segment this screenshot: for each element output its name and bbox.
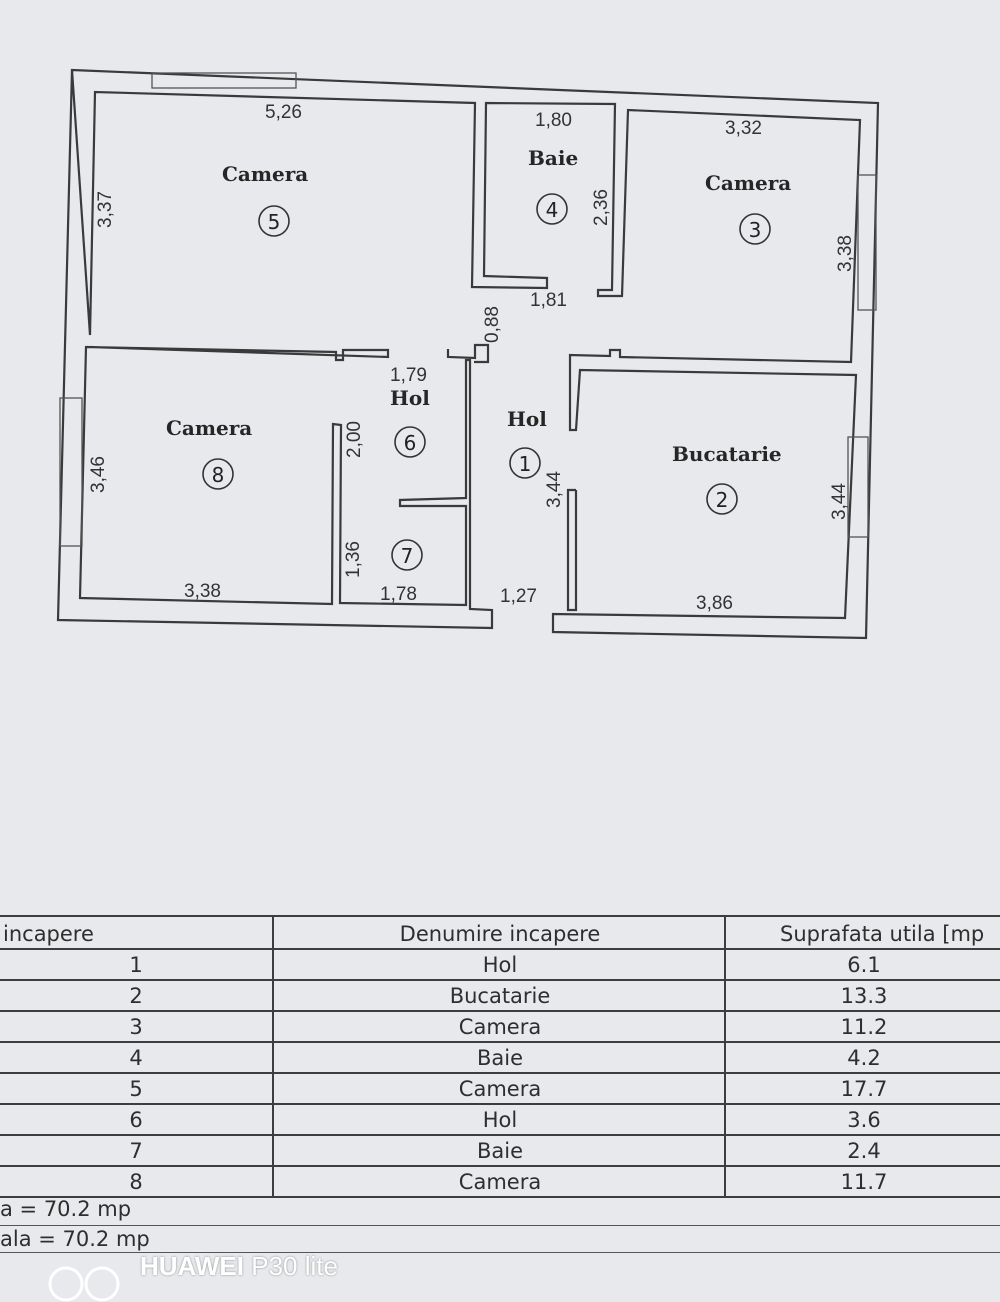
table-row: 7 Baie 2.4 [0,1134,1000,1167]
dimension-label: 3,46 [88,456,109,493]
dimension-label: 3,44 [544,471,565,508]
room-label: Hol [507,407,547,431]
room-label: Baie [528,146,578,170]
room-number: 8 [212,463,225,487]
table-cell: Hol [272,948,726,979]
table-row: 6 Hol 3.6 [0,1103,1000,1136]
table-header: Suprafata utila [mp [724,917,1000,948]
windows [59,72,877,547]
dimension-label: 1,36 [343,541,364,578]
room-number: 4 [546,198,559,222]
dimension-label: 1,27 [500,586,537,607]
table-cell: 4 [129,1046,143,1070]
table-cell: 4.2 [724,1041,1000,1072]
table-cell: 3.6 [724,1103,1000,1134]
dimension-label: 3,86 [696,593,733,614]
room-marker [391,539,423,571]
dimension-label: 3,38 [184,581,221,602]
dimension-label: 3,38 [835,235,856,272]
room-number: 5 [268,210,281,234]
dimension-label: 0,88 [482,306,503,343]
table-cell: 3 [129,1015,143,1039]
dimension-label: 3,37 [95,191,116,228]
divider [0,1225,1000,1226]
room-number: 6 [404,431,417,455]
table-cell: Camera [272,1165,726,1196]
table-cell: 11.7 [724,1165,1000,1196]
room-marker [536,193,568,225]
camera-logo-icon [48,1266,120,1302]
table-row: 4 Baie 4.2 [0,1041,1000,1074]
table-cell: Bucatarie [272,979,726,1010]
table-cell: Camera [272,1072,726,1103]
table-cell: Hol [272,1103,726,1134]
dimension-label: 1,81 [530,290,567,311]
room-number: 1 [519,452,532,476]
table-cell: 17.7 [724,1072,1000,1103]
dimension-label: 1,78 [380,584,417,605]
room-number: 7 [401,544,414,568]
table-cell: 13.3 [724,979,1000,1010]
table-cell: Camera [272,1010,726,1041]
table-row: 3 Camera 11.2 [0,1010,1000,1043]
table-cell: 2 [129,984,143,1008]
table-cell: 2.4 [724,1134,1000,1165]
dimension-label: 2,36 [591,189,612,226]
watermark-model: P30 lite [251,1251,338,1281]
table-header: incapere [3,922,94,946]
room-marker [706,483,738,515]
table-cell: 8 [129,1170,143,1194]
room-label: Hol [390,386,430,410]
table-row: 5 Camera 17.7 [0,1072,1000,1105]
room-number: 2 [716,488,729,512]
dimension-label: 1,80 [535,110,572,131]
table-cell: 11.2 [724,1010,1000,1041]
floor-plan: Camera 5 Baie 4 Camera 3 Hol 6 Camera 8 … [56,68,880,640]
camera-watermark: HUAWEI P30 lite [140,1251,338,1282]
room-marker [394,426,426,458]
table-header: Denumire incapere [272,917,726,948]
room-number: 3 [749,218,762,242]
walls [56,68,880,640]
table-cell: 7 [129,1139,143,1163]
total-area-line: ala = 70.2 mp [0,1227,150,1251]
room-label: Camera [166,416,252,440]
dimension-label: 3,32 [725,118,762,139]
table-cell: Baie [272,1134,726,1165]
room-marker [509,447,541,479]
room-marker [739,213,771,245]
dimension-label: 5,26 [265,102,302,123]
table-cell: 6 [129,1108,143,1132]
room-marker [258,205,290,237]
room-label: Camera [222,162,308,186]
watermark-brand: HUAWEI [140,1251,244,1281]
table-cell: Baie [272,1041,726,1072]
room-marker [202,458,234,490]
table-header-row: incapere Denumire incapere Suprafata uti… [0,915,1000,950]
dimension-label: 2,00 [344,421,365,458]
table-row: 8 Camera 11.7 [0,1165,1000,1198]
room-label: Bucatarie [672,442,782,466]
table-row: 1 Hol 6.1 [0,948,1000,981]
dimension-label: 3,44 [829,483,850,520]
table-cell: 5 [129,1077,143,1101]
table-cell: 1 [129,953,143,977]
table-cell: 6.1 [724,948,1000,979]
table-row: 2 Bucatarie 13.3 [0,979,1000,1012]
room-label: Camera [705,171,791,195]
total-area-line: a = 70.2 mp [0,1197,132,1221]
dimension-label: 1,79 [390,365,427,386]
divider [0,1252,1000,1253]
